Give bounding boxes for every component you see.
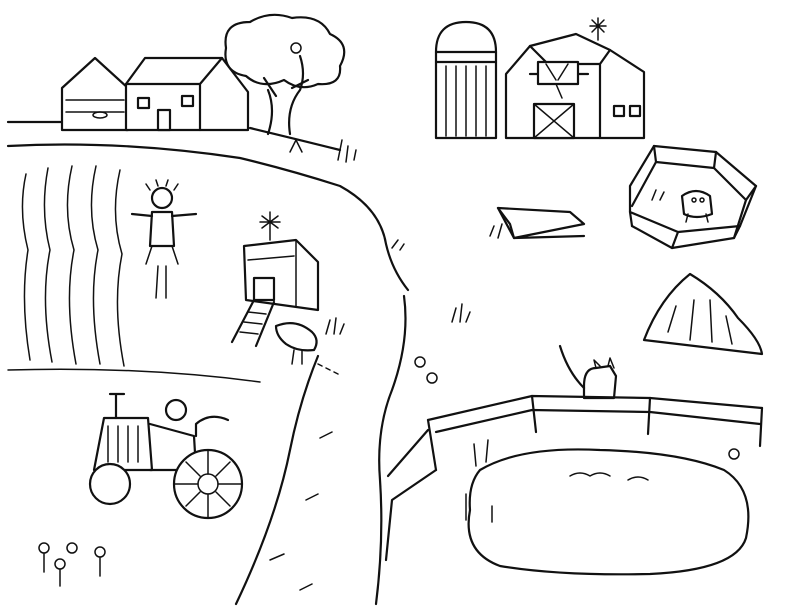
tree xyxy=(224,13,346,153)
barn xyxy=(504,17,646,140)
pond-fence xyxy=(384,394,764,562)
path-flowers xyxy=(414,356,740,460)
chicken xyxy=(274,321,339,375)
cat xyxy=(558,344,618,400)
haystack xyxy=(642,272,764,356)
grass-tufts xyxy=(325,139,503,335)
feed-trough xyxy=(496,206,586,240)
pig-pen xyxy=(628,144,758,250)
horizon-line xyxy=(6,120,342,152)
bottom-left-flowers xyxy=(38,542,106,587)
chicken-coop xyxy=(230,211,320,348)
tractor xyxy=(88,392,244,520)
silo xyxy=(434,20,498,140)
scarecrow xyxy=(130,179,198,299)
dirt-road xyxy=(234,294,407,606)
farmhouse-group xyxy=(60,56,250,132)
pond xyxy=(465,439,750,576)
crop-field xyxy=(6,143,410,383)
